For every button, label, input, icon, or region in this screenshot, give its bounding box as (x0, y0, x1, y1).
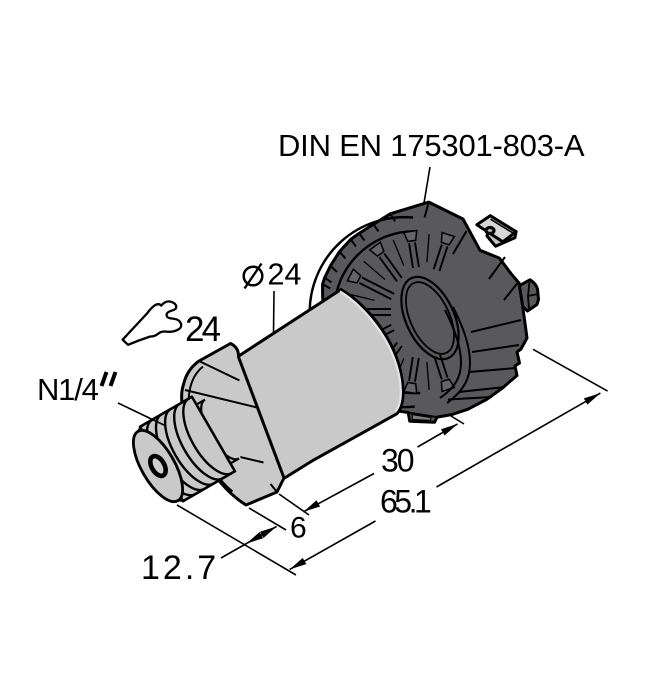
svg-text:12.7: 12.7 (141, 549, 219, 587)
svg-text:24: 24 (185, 310, 221, 349)
svg-text:6: 6 (290, 512, 307, 545)
svg-text:24: 24 (268, 258, 302, 292)
svg-text:30: 30 (381, 443, 414, 479)
svg-text:N1/4: N1/4 (37, 372, 99, 407)
svg-text:65.1: 65.1 (380, 484, 431, 520)
svg-text:DIN EN 175301-803-A: DIN EN 175301-803-A (278, 128, 585, 163)
